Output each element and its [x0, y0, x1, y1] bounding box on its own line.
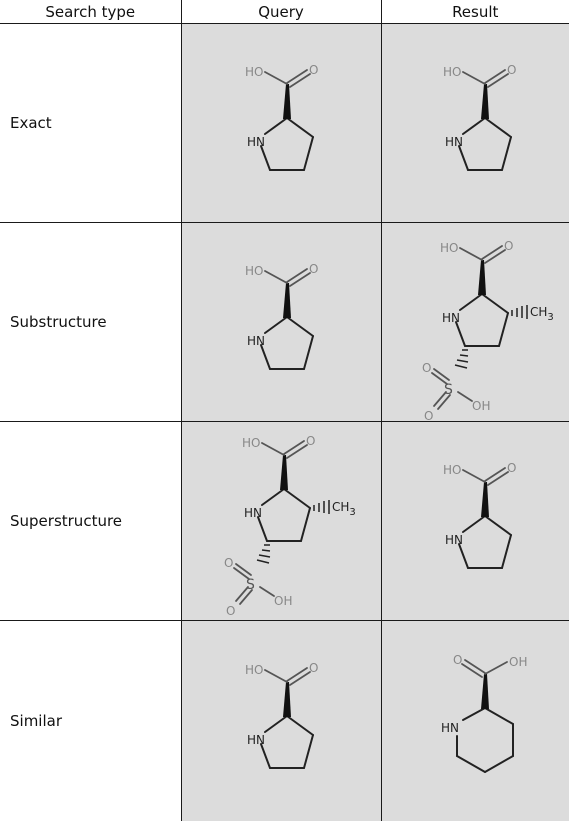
row-label-substructure: Substructure [0, 222, 182, 422]
table-row: Exact HO O HN HO O HN [0, 23, 569, 223]
atom-label: S [246, 577, 255, 593]
atom-label: OH [472, 399, 490, 413]
column-header-query: Query [180, 0, 382, 24]
atom-label: CH3 [332, 500, 356, 518]
atom-label: O [507, 461, 516, 475]
substituted-proline-structure: HO O HN CH3 S O O OH [224, 434, 356, 618]
atom-label: HN [247, 733, 265, 747]
row-label-superstructure: Superstructure [0, 421, 182, 621]
atom-label: HN [442, 311, 460, 325]
table-row: Substructure HO O HN HO O [0, 222, 569, 422]
column-header-result: Result [380, 0, 569, 24]
atom-label: O [507, 63, 516, 77]
atom-label: OH [274, 594, 292, 608]
proline-structure: HO O HN [245, 262, 318, 370]
atom-label: O [224, 556, 233, 570]
atom-label: O [226, 604, 235, 618]
atom-label: HO [440, 241, 458, 255]
table-row: Similar HO O HN O OH [0, 620, 569, 821]
atom-label: HN [247, 135, 265, 149]
row-label-exact: Exact [0, 23, 182, 223]
proline-structure: HO O HN [245, 661, 318, 769]
result-structure: HO O HN [380, 421, 569, 621]
proline-structure: HO O HN [443, 461, 517, 569]
result-structure: O OH HN [380, 620, 569, 821]
atom-label: HN [244, 506, 262, 520]
atom-label: O [422, 361, 431, 375]
proline-structure: HO O HN [245, 63, 318, 171]
atom-label: O [309, 63, 318, 77]
atom-label: HO [443, 463, 461, 477]
query-structure: HO O HN [180, 620, 382, 821]
column-header-search-type: Search type [0, 0, 182, 24]
atom-label: HO [245, 663, 263, 677]
result-structure: HO O HN CH3 S O O OH [380, 222, 569, 422]
query-structure: HO O HN [180, 23, 382, 223]
atom-label: HO [245, 65, 263, 79]
atom-label: O [309, 262, 318, 276]
atom-label: S [444, 382, 453, 398]
atom-label: HN [441, 721, 459, 735]
atom-label: O [309, 661, 318, 675]
atom-label: O [424, 409, 433, 420]
proline-structure: HO O HN [443, 63, 517, 171]
query-structure: HO O HN CH3 S O O OH [180, 421, 382, 621]
header-row: Search type Query Result [0, 0, 569, 24]
row-label-similar: Similar [0, 620, 182, 821]
query-structure: HO O HN [180, 222, 382, 422]
atom-label: O [504, 239, 513, 253]
atom-label: HO [443, 65, 461, 79]
atom-label: OH [509, 655, 527, 669]
atom-label: O [306, 434, 315, 448]
atom-label: HN [247, 334, 265, 348]
atom-label: O [453, 653, 462, 667]
substituted-proline-structure: HO O HN CH3 S O O OH [422, 239, 554, 420]
atom-label: HO [245, 264, 263, 278]
result-structure: HO O HN [380, 23, 569, 223]
pipecolic-acid-structure: O OH HN [441, 653, 528, 773]
table-row: Superstructure HO O HN CH3 S O O OH [0, 421, 569, 621]
atom-label: HN [445, 135, 463, 149]
atom-label: CH3 [530, 305, 554, 323]
atom-label: HN [445, 533, 463, 547]
atom-label: HO [242, 436, 260, 450]
